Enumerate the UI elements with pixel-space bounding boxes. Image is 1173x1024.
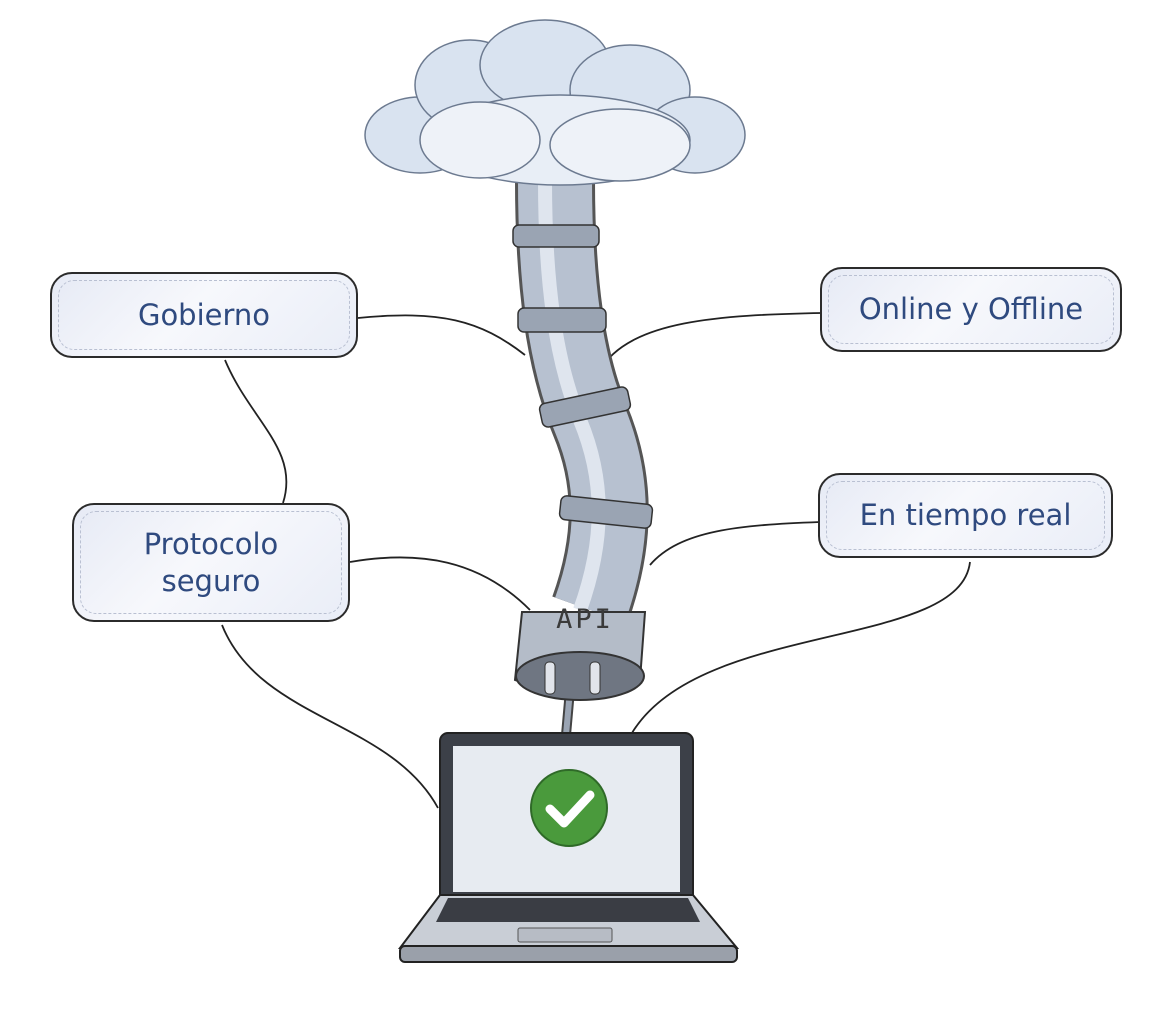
pipe-icon xyxy=(512,179,654,624)
cloud-icon xyxy=(364,19,746,186)
connector-lines xyxy=(221,312,971,809)
check-icon xyxy=(530,769,608,847)
node-tiempo-real-label: En tiempo real xyxy=(859,498,1072,533)
node-gobierno-label: Gobierno xyxy=(137,297,271,332)
node-protocolo-label-line1: Protocolo xyxy=(143,527,279,562)
node-protocolo-seguro: Protocolo seguro xyxy=(72,503,350,622)
node-gobierno: Gobierno xyxy=(50,272,358,358)
laptop-icon xyxy=(397,732,740,963)
node-tiempo-real: En tiempo real xyxy=(818,473,1113,558)
node-online-offline-label: Online y Offline xyxy=(858,292,1084,327)
node-protocolo-label-line2: seguro xyxy=(161,563,261,598)
api-label: API xyxy=(556,604,614,635)
plug-icon xyxy=(513,611,647,736)
node-online-offline: Online y Offline xyxy=(820,267,1122,352)
